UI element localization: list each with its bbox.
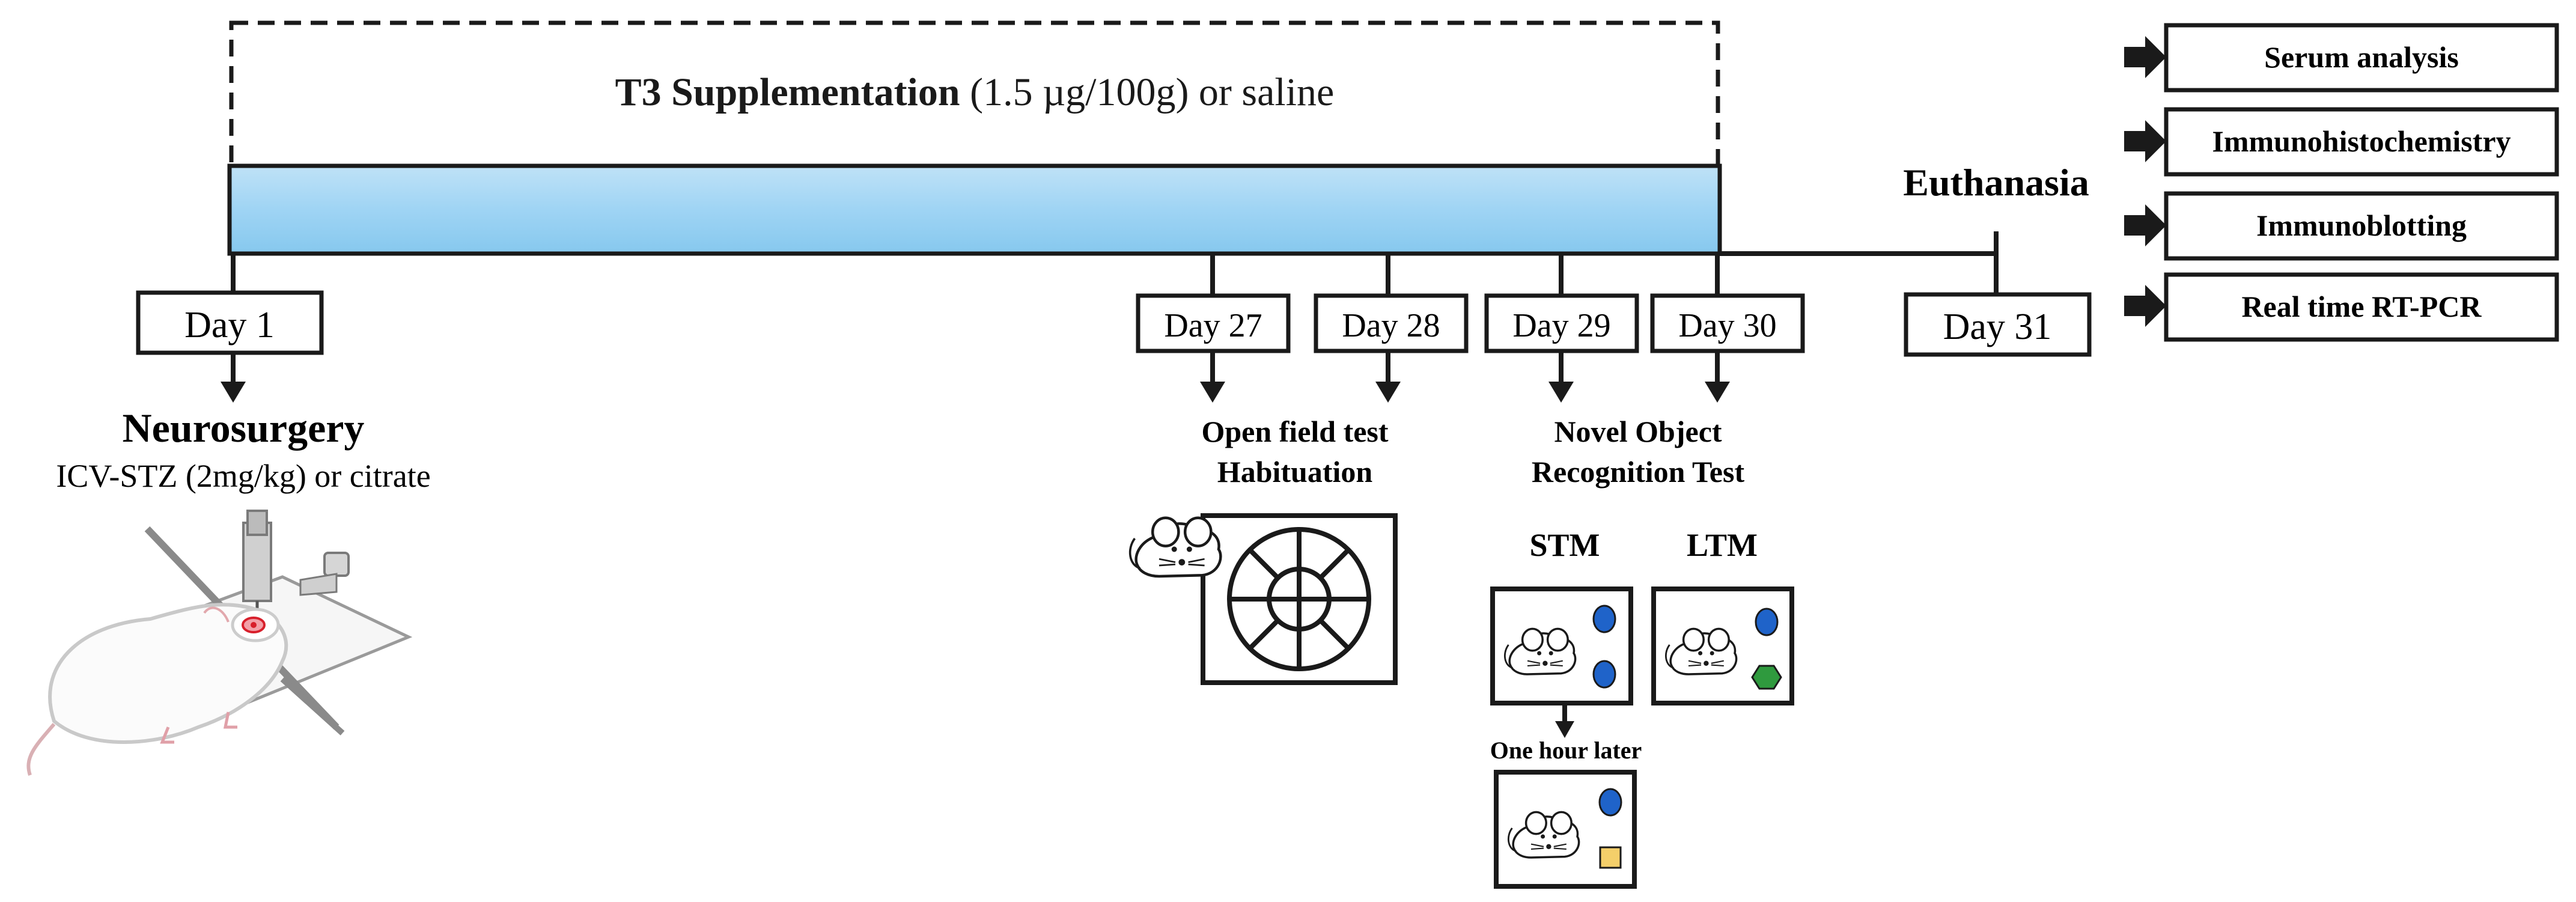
analysis-immunoblot-arrow-icon <box>2124 204 2166 246</box>
analysis-serum-label: Serum analysis <box>2264 40 2459 74</box>
supplementation-dashed-box <box>229 20 1720 168</box>
arrow-day-1-head <box>221 382 246 403</box>
day-31-label: Day 31 <box>1943 306 2052 347</box>
neurosurgery-title: Neurosurgery <box>123 405 365 451</box>
stm-arena <box>1490 587 1633 705</box>
ltm-arena <box>1651 587 1794 705</box>
day-28-label: Day 28 <box>1342 307 1440 344</box>
arrow-day-30-head <box>1705 382 1730 403</box>
supplementation-label: T3 Supplementation (1.5 µg/100g) or sali… <box>615 70 1335 114</box>
arrow-one-hour-head <box>1555 721 1574 738</box>
supplementation-label-bold: T3 Supplementation <box>615 70 960 114</box>
day-30-label: Day 30 <box>1678 307 1776 344</box>
day-29-box: Day 29 <box>1484 293 1639 353</box>
stereotaxic-rat-illustration <box>26 510 413 776</box>
neurosurgery-detail: ICV-STZ (2mg/kg) or citrate <box>56 458 430 494</box>
stm-object-2 <box>1592 660 1616 689</box>
arrow-day-27-head <box>1200 382 1225 403</box>
arrow-day-29-head <box>1548 382 1574 403</box>
open-field-line1: Open field test <box>1201 415 1388 448</box>
day-28-box: Day 28 <box>1314 293 1469 353</box>
day-27-box: Day 27 <box>1136 293 1291 353</box>
analysis-immunoblot-label: Immunoblotting <box>2256 209 2467 242</box>
analysis-ihc-label: Immunohistochemistry <box>2212 124 2511 158</box>
arrow-day-28-head <box>1375 382 1401 403</box>
ltm-object-familiar <box>1755 608 1779 636</box>
day-31-box: Day 31 <box>1904 292 2092 357</box>
day-1-box: Day 1 <box>136 290 324 355</box>
day-29-label: Day 29 <box>1512 307 1610 344</box>
day-27-label: Day 27 <box>1164 307 1262 344</box>
stm-test-object-familiar <box>1598 788 1622 817</box>
analysis-immunoblot: Immunoblotting <box>2124 191 2559 261</box>
analysis-rtpcr-arrow-icon <box>2124 285 2166 327</box>
open-field-line2: Habituation <box>1217 455 1373 489</box>
analysis-serum: Serum analysis <box>2124 23 2559 93</box>
stm-test-object-novel <box>1599 846 1622 869</box>
ltm-object-novel <box>1751 665 1782 690</box>
day-1-label: Day 1 <box>184 305 275 346</box>
euthanasia-label: Euthanasia <box>1903 161 2089 204</box>
analysis-ihc: Immunohistochemistry <box>2124 107 2559 177</box>
open-field-mouse-icon <box>1130 518 1221 576</box>
ltm-label: LTM <box>1687 527 1758 563</box>
novel-object-line2: Recognition Test <box>1532 455 1745 489</box>
novel-object-line1: Novel Object <box>1554 415 1722 448</box>
analysis-rtpcr: Real time RT-PCR <box>2124 272 2559 342</box>
analysis-serum-arrow-icon <box>2124 36 2166 78</box>
treatment-bar <box>227 163 1722 256</box>
supplementation-label-rest: (1.5 µg/100g) or saline <box>960 70 1335 114</box>
stm-label: STM <box>1529 527 1600 563</box>
open-field-arena <box>1201 513 1398 685</box>
analysis-ihc-arrow-icon <box>2124 120 2166 162</box>
one-hour-later-label: One hour later <box>1490 737 1642 764</box>
analysis-rtpcr-label: Real time RT-PCR <box>2241 290 2482 323</box>
stm-test-arena <box>1494 770 1637 889</box>
day-30-box: Day 30 <box>1650 293 1805 353</box>
stm-object-1 <box>1592 605 1616 633</box>
